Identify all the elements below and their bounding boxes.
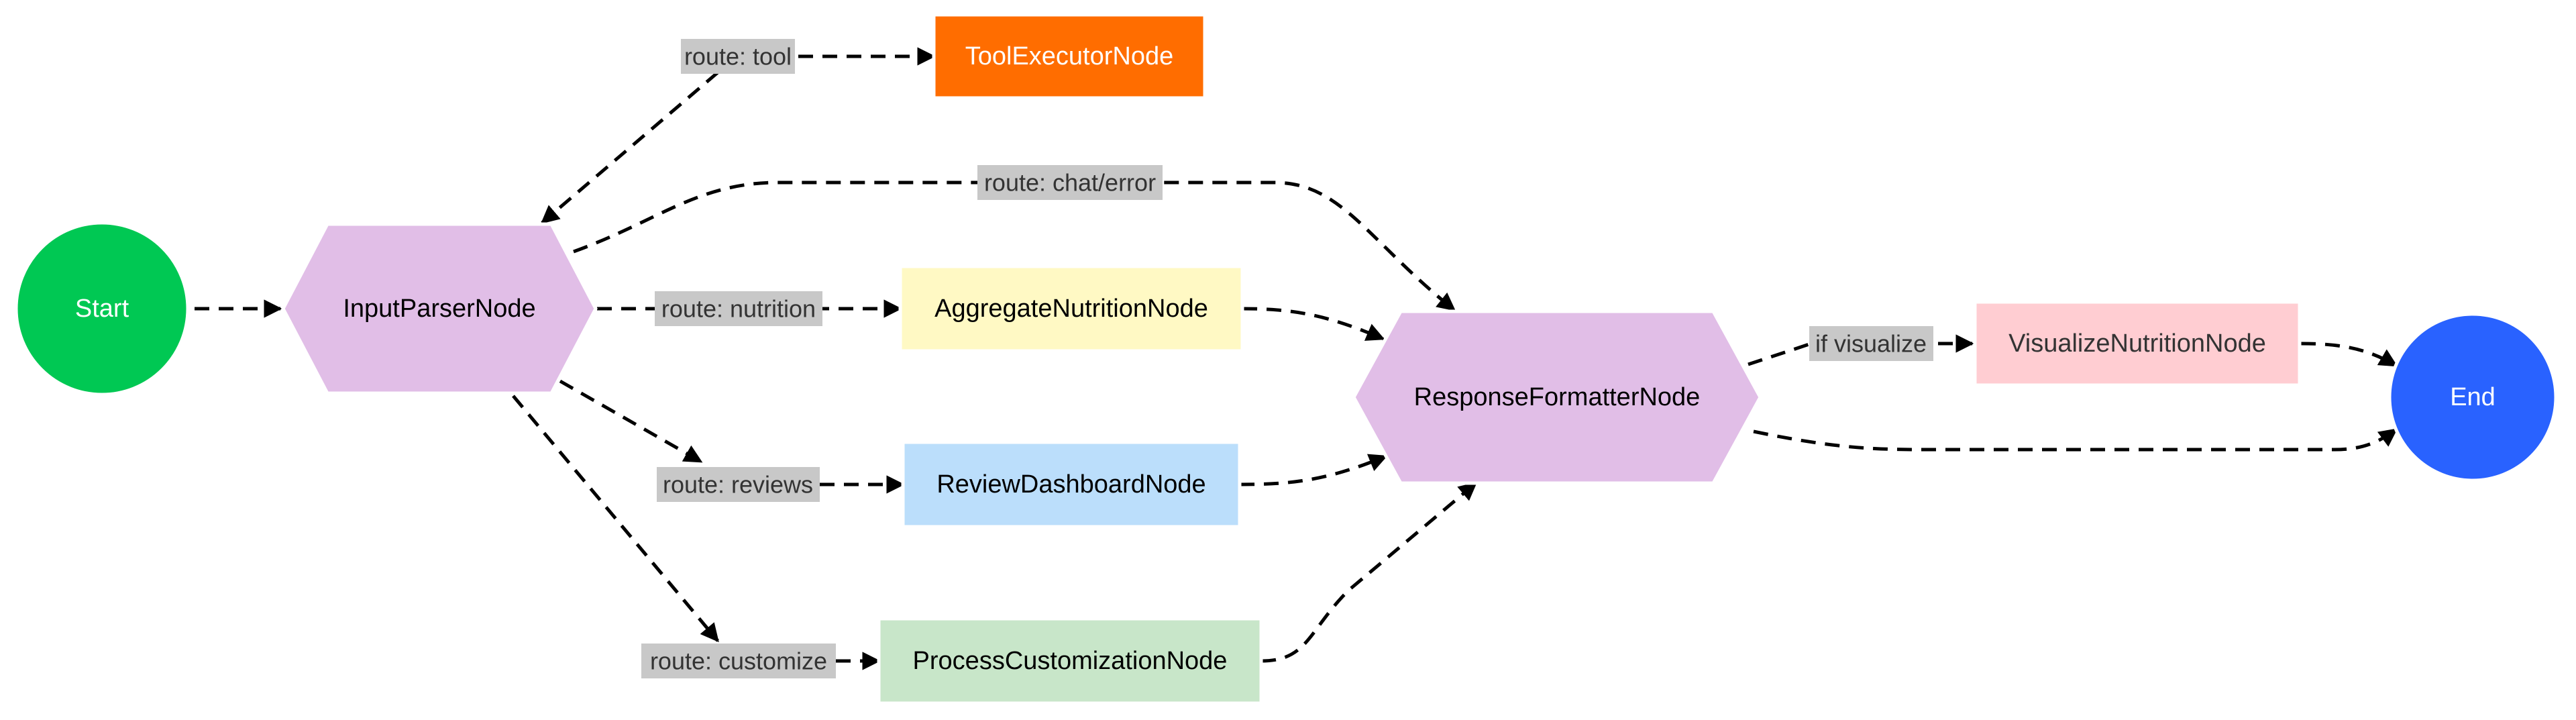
end-node-shape (2387, 312, 2558, 482)
process-customization-node-label: ProcessCustomizationNode (913, 647, 1228, 675)
review-dashboard-node-label: ReviewDashboardNode (936, 470, 1205, 499)
node-tool-executor[interactable]: ToolExecutorNode (932, 13, 1207, 100)
edge-label-route-reviews: route: reviews (657, 467, 820, 502)
end-node-label: End (2450, 383, 2496, 411)
input-parser-node-label: InputParserNode (343, 295, 535, 323)
svg-text:route: nutrition: route: nutrition (661, 295, 816, 323)
node-input-parser[interactable]: InputParserNode (281, 222, 598, 395)
aggregate-nutrition-node-label: AggregateNutritionNode (934, 295, 1208, 323)
edge-label-route-tool: route: tool (681, 39, 795, 74)
node-response-formatter[interactable]: ResponseFormatterNode (1352, 309, 1762, 485)
edge-label-route-customize: route: customize (641, 644, 836, 678)
nodes: Start InputParserNode ToolExecutorNode A… (14, 13, 2558, 705)
svg-text:if visualize: if visualize (1815, 330, 1927, 358)
process-customization-node-shape (877, 617, 1263, 705)
edge-review-dashboard-to-response-formatter (1239, 454, 1388, 486)
node-review-dashboard[interactable]: ReviewDashboardNode (901, 440, 1242, 529)
tool-executor-node-shape (932, 13, 1207, 100)
review-dashboard-node-shape (901, 440, 1242, 529)
response-formatter-node-shape (1352, 309, 1762, 485)
visualize-nutrition-node-label: VisualizeNutritionNode (2008, 329, 2266, 358)
start-node-shape (14, 221, 190, 397)
edge-response-formatter-to-end (1753, 427, 2398, 452)
node-process-customization[interactable]: ProcessCustomizationNode (877, 617, 1263, 705)
svg-text:route: tool: route: tool (684, 43, 792, 70)
node-aggregate-nutrition[interactable]: AggregateNutritionNode (898, 264, 1244, 353)
svg-text:route: reviews: route: reviews (663, 471, 813, 499)
node-end[interactable]: End (2387, 312, 2558, 482)
visualize-nutrition-node-shape (1973, 300, 2302, 387)
start-node-label: Start (75, 295, 129, 323)
edge-label-route-nutrition: route: nutrition (655, 291, 822, 326)
node-start[interactable]: Start (14, 221, 190, 397)
edge-tool-route-back-to-input-parser (540, 71, 719, 224)
input-parser-node-shape (281, 222, 598, 395)
edge-labels: route: tool route: chat/error route: nut… (641, 39, 1933, 678)
edge-visualize-nutrition-to-end (2300, 342, 2398, 368)
response-formatter-node-label: ResponseFormatterNode (1414, 383, 1701, 411)
edge-label-if-visualize: if visualize (1809, 326, 1933, 361)
edge-process-customization-to-response-formatter (1260, 482, 1478, 663)
svg-text:route: customize: route: customize (650, 648, 827, 675)
edge-input-parser-to-process-customization (512, 395, 719, 643)
node-visualize-nutrition[interactable]: VisualizeNutritionNode (1973, 300, 2302, 387)
aggregate-nutrition-node-shape (898, 264, 1244, 353)
edge-input-parser-to-review-dashboard (559, 379, 703, 464)
tool-executor-node-label: ToolExecutorNode (965, 42, 1174, 70)
edge-label-route-chat-error: route: chat/error (977, 165, 1163, 200)
edge-aggregate-nutrition-to-response-formatter (1242, 307, 1385, 341)
svg-text:route: chat/error: route: chat/error (984, 169, 1156, 197)
